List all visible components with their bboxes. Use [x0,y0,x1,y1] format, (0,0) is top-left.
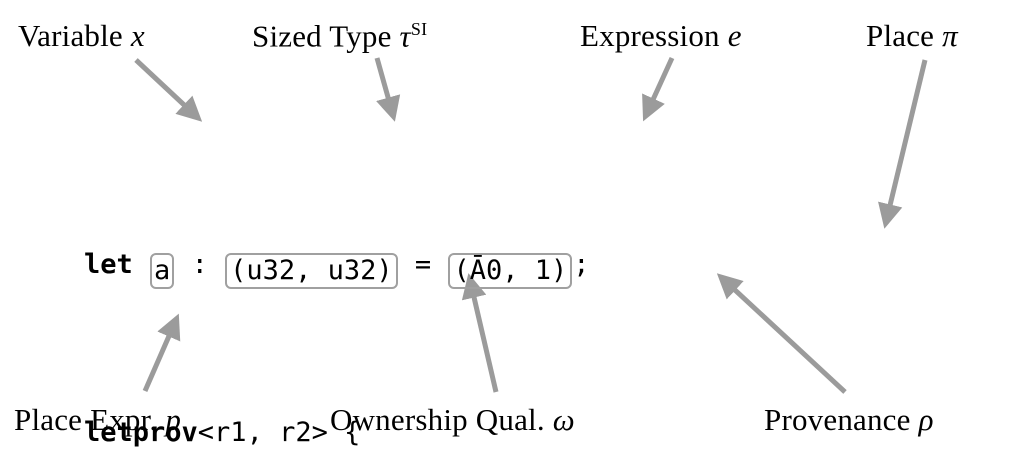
arrow-place [878,59,928,229]
label-place-symbol: π [942,18,958,53]
arrow-expression [642,56,675,122]
box-sized-type[interactable]: (u32, u32) [225,253,398,289]
keyword-letprov: letprov [84,417,198,448]
label-expression-text: Expression [580,18,720,53]
label-place-text: Place [866,18,935,53]
label-sized-type-symbol: τ [399,18,411,54]
label-place-expr-symbol: p [165,402,182,437]
label-variable-text: Variable [18,18,123,53]
arrow-provenance [716,273,847,394]
code-line-2: letprov<r1, r2> { [84,412,732,454]
label-sized-type-superscript: SI [410,19,428,39]
label-place-expr: Place Expr. p [14,404,181,435]
label-place-expr-text: Place Expr. [14,402,158,437]
box-expression[interactable]: (Ā0, 1) [448,253,573,289]
label-provenance: Provenance ρ [764,404,934,435]
code-equals: = [398,249,448,280]
label-variable: Variable x [18,20,145,51]
label-ownership-qual-text: Ownership Qual. [330,402,545,437]
label-sized-type: Sized Type τSI [252,20,427,51]
label-provenance-text: Provenance [764,402,911,437]
code-block: let a : (u32, u32) = (Ā0, 1); letprov<r1… [84,118,732,475]
code-space [133,249,149,280]
label-sized-type-text: Sized Type [252,18,392,54]
label-provenance-symbol: ρ [918,402,934,437]
box-variable[interactable]: a [150,253,175,289]
keyword-let: let [84,249,133,280]
label-ownership-qual-symbol: ω [552,402,575,437]
label-expression-symbol: e [727,18,742,53]
label-ownership-qual: Ownership Qual. ω [330,404,575,435]
label-variable-symbol: x [130,18,145,53]
label-expression: Expression e [580,20,742,51]
code-semicolon: ; [573,249,590,280]
code-colon: : [175,249,225,280]
code-provenance-params: <r1, r2> { [197,417,361,448]
arrow-variable [134,58,203,122]
label-place: Place π [866,20,958,51]
arrow-sized-type [374,57,401,122]
code-line-1: let a : (u32, u32) = (Ā0, 1); [84,244,732,289]
